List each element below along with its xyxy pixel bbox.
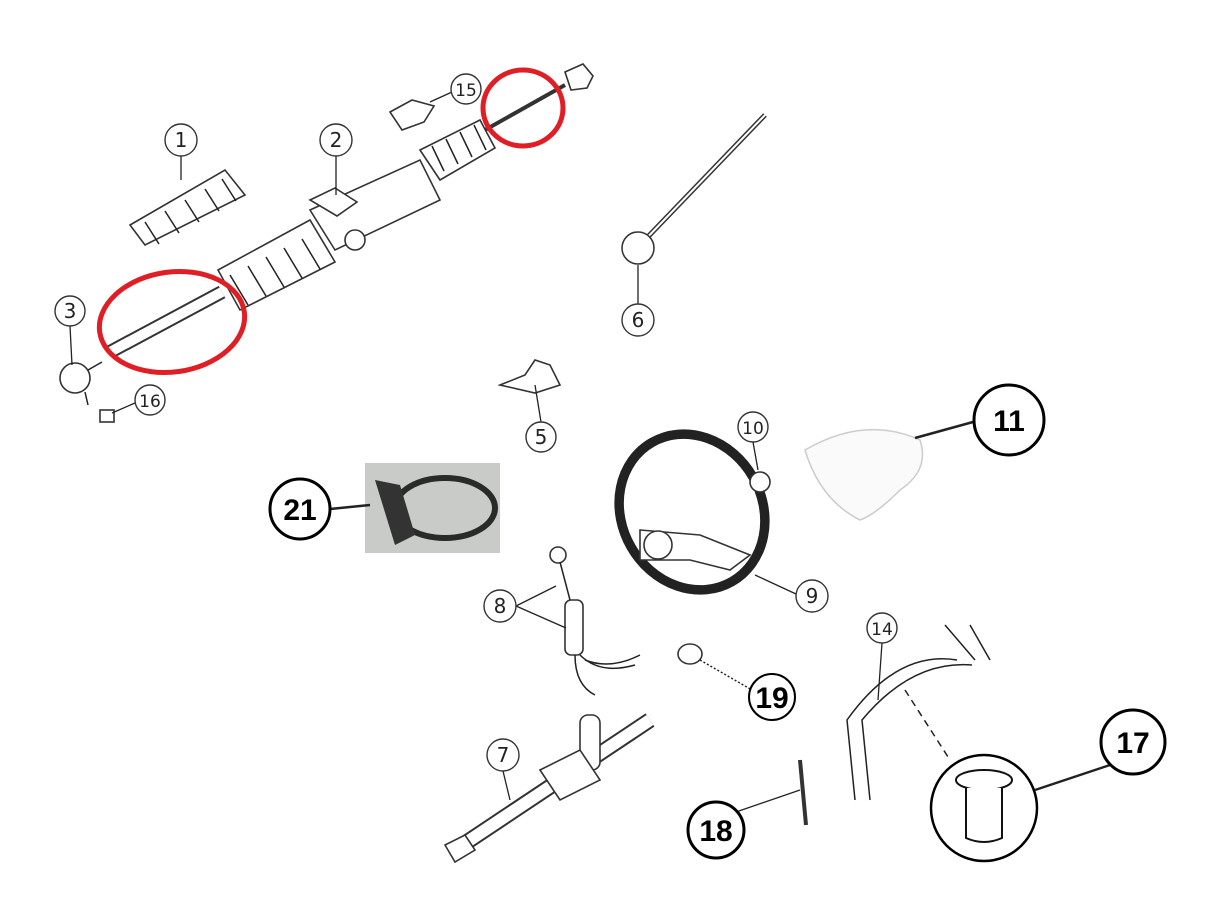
callout-label: 3 — [64, 299, 77, 323]
callout-label: 1 — [175, 128, 188, 152]
tie-rod-end-left — [59, 361, 103, 406]
left-tie-rod-inner — [107, 287, 225, 357]
callout-18: 18 — [686, 800, 746, 860]
bold-callouts: 11 21 19 17 18 — [268, 383, 1167, 860]
rack-boot-left — [216, 218, 337, 312]
steering-shaft — [621, 113, 767, 265]
callout-15: 15 — [450, 73, 482, 105]
leader-lines — [69, 91, 1111, 813]
callout-label: 10 — [742, 419, 764, 439]
callout-label: 11 — [993, 405, 1025, 438]
right-tie-rod — [484, 83, 566, 132]
wheel-nut — [749, 471, 771, 493]
callout-label: 9 — [806, 584, 819, 608]
callout-label: 17 — [1116, 727, 1149, 760]
gasket — [388, 99, 436, 131]
callout-label: 7 — [497, 743, 510, 767]
washer — [677, 643, 703, 665]
rack-housing — [308, 158, 442, 252]
callout-2: 2 — [319, 123, 353, 157]
callout-label: 18 — [699, 815, 732, 848]
ignition-switch — [549, 546, 641, 696]
steering-rack — [106, 63, 594, 359]
callout-label: 15 — [455, 81, 477, 101]
callout-10: 10 — [737, 411, 769, 443]
callout-5: 5 — [525, 421, 557, 453]
callout-19: 19 — [748, 673, 796, 721]
rack-boot — [128, 168, 247, 247]
callout-label: 16 — [139, 392, 161, 412]
horn-pad — [804, 428, 924, 521]
strip — [798, 759, 808, 826]
tie-rod-end-right — [564, 63, 594, 91]
callout-label: 5 — [535, 425, 548, 449]
callout-3: 3 — [54, 295, 86, 327]
key-icon — [549, 546, 567, 564]
thin-callouts: 1 2 3 15 16 5 6 10 8 9 14 7 — [54, 73, 898, 772]
rack-flange — [308, 187, 359, 217]
cable — [846, 624, 991, 801]
bracket — [497, 359, 562, 394]
callout-7: 7 — [486, 738, 520, 772]
rack-boot-right — [418, 118, 497, 182]
highlight-circle-left-tie-rod — [96, 268, 248, 376]
callout-21: 21 — [268, 477, 332, 541]
highlight-circle-right-tie-rod — [480, 67, 566, 149]
callout-14: 14 — [866, 612, 898, 644]
callout-9: 9 — [795, 579, 829, 613]
callout-label: 14 — [871, 620, 893, 640]
washer-leader — [699, 659, 753, 691]
steering-column — [443, 713, 655, 864]
callout-label: 6 — [632, 308, 645, 332]
bushing-detail — [929, 753, 1039, 863]
callout-17: 17 — [1099, 708, 1167, 776]
callout-label: 21 — [283, 494, 316, 527]
callout-16: 16 — [134, 384, 166, 416]
callout-8: 8 — [483, 589, 517, 623]
callout-label: 8 — [494, 594, 507, 618]
photo-clamp-ring — [365, 463, 500, 553]
nut — [99, 409, 115, 423]
callout-11: 11 — [972, 383, 1046, 457]
pinion-housing — [344, 229, 366, 251]
callout-6: 6 — [621, 303, 655, 337]
callout-label: 19 — [755, 682, 788, 715]
callout-1: 1 — [164, 123, 198, 157]
callout-label: 2 — [330, 128, 343, 152]
